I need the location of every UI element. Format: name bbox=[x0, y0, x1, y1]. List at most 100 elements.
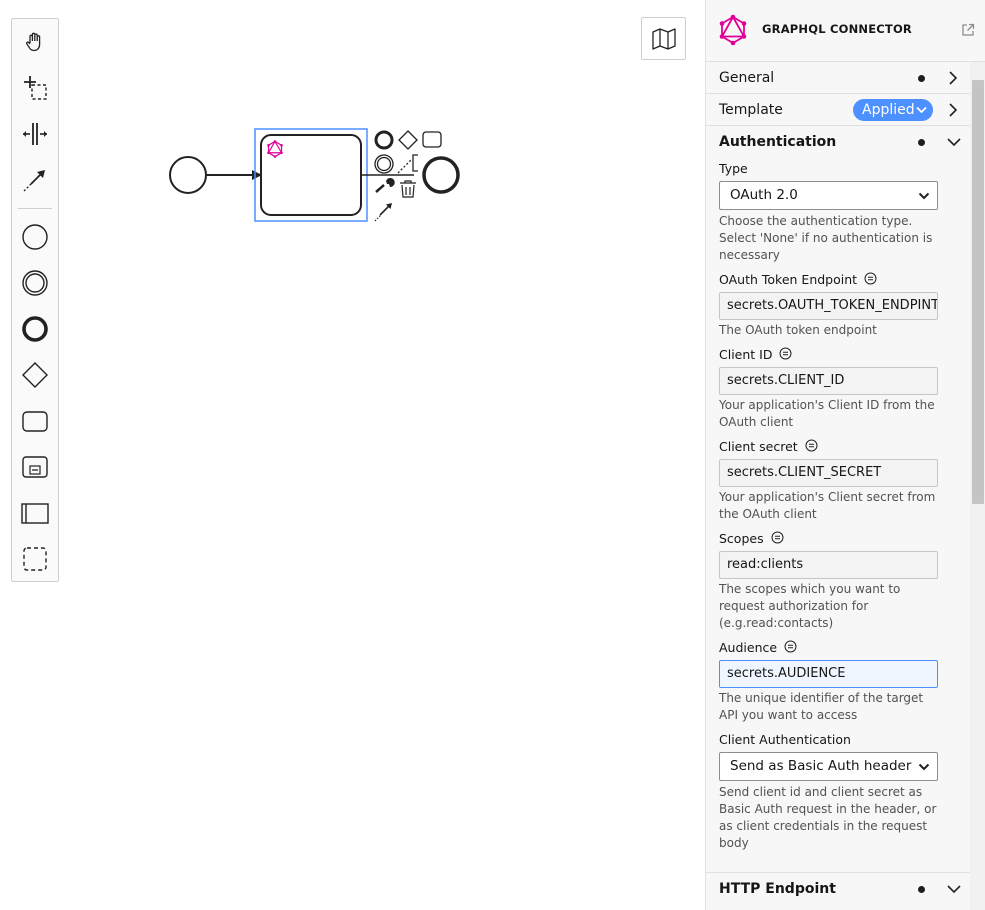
panel-title: GRAPHQL CONNECTOR bbox=[762, 22, 912, 36]
client-secret-label-text: Client secret bbox=[719, 439, 798, 454]
palette-separator bbox=[18, 208, 52, 209]
pool-icon bbox=[21, 503, 49, 524]
client-secret-description: Your application's Client secret from th… bbox=[719, 490, 936, 521]
end-event[interactable] bbox=[422, 156, 460, 194]
group-template[interactable]: Template Applied bbox=[706, 94, 970, 126]
create-task[interactable] bbox=[12, 400, 58, 442]
start-event[interactable] bbox=[169, 156, 207, 194]
type-select-value: OAuth 2.0 bbox=[730, 187, 798, 203]
append-intermediate-event-icon[interactable] bbox=[374, 154, 394, 174]
group-http-endpoint-label: HTTP Endpoint bbox=[719, 881, 836, 897]
graphql-connector-task[interactable] bbox=[260, 134, 362, 216]
create-pool[interactable] bbox=[12, 492, 58, 534]
scopes-label: Scopes bbox=[719, 531, 784, 546]
chevron-down-icon bbox=[947, 138, 961, 147]
context-pad bbox=[374, 130, 442, 222]
chevron-right-icon bbox=[949, 71, 958, 85]
create-subprocess[interactable] bbox=[12, 446, 58, 488]
client-auth-select[interactable]: Send as Basic Auth header bbox=[719, 752, 938, 781]
properties-panel: GRAPHQL CONNECTOR General Template Appli… bbox=[705, 0, 985, 910]
group-authentication[interactable]: Authentication bbox=[706, 126, 970, 158]
audience-label: Audience bbox=[719, 640, 797, 655]
scopes-input[interactable]: read:clients bbox=[719, 551, 938, 579]
graphql-icon bbox=[267, 140, 283, 158]
template-applied-label: Applied bbox=[862, 102, 915, 118]
panel-header: GRAPHQL CONNECTOR bbox=[706, 0, 985, 62]
token-endpoint-description: The OAuth token endpoint bbox=[719, 323, 877, 337]
client-id-label-text: Client ID bbox=[719, 347, 773, 362]
create-gateway[interactable] bbox=[12, 354, 58, 396]
group-http-endpoint[interactable]: HTTP Endpoint bbox=[706, 872, 970, 910]
type-select[interactable]: OAuth 2.0 bbox=[719, 181, 938, 210]
group-authentication-label: Authentication bbox=[719, 134, 837, 150]
chevron-down-icon bbox=[947, 885, 961, 894]
gateway-icon bbox=[22, 362, 48, 388]
chevron-right-icon bbox=[949, 103, 958, 117]
create-group[interactable] bbox=[12, 538, 58, 580]
audience-input[interactable]: secrets.AUDIENCE bbox=[719, 660, 938, 688]
minimap-toggle-button[interactable] bbox=[641, 17, 686, 60]
client-id-description: Your application's Client ID from the OA… bbox=[719, 398, 935, 429]
client-auth-description: Send client id and client secret as Basi… bbox=[719, 785, 937, 850]
append-text-annotation-icon[interactable] bbox=[397, 154, 418, 174]
token-endpoint-label: OAuth Token Endpoint bbox=[719, 272, 877, 287]
create-start-event[interactable] bbox=[12, 216, 58, 258]
group-general[interactable]: General bbox=[706, 62, 970, 94]
client-secret-label: Client secret bbox=[719, 439, 818, 454]
append-end-event-icon[interactable] bbox=[374, 130, 394, 150]
chevron-down-icon bbox=[918, 763, 930, 771]
data-marker-icon bbox=[918, 886, 925, 893]
client-id-label: Client ID bbox=[719, 347, 792, 362]
tool-palette bbox=[11, 18, 59, 582]
wrench-icon[interactable] bbox=[375, 178, 395, 193]
data-marker-icon bbox=[918, 139, 925, 146]
start-event-icon bbox=[22, 224, 48, 250]
lasso-icon bbox=[24, 76, 47, 100]
graphql-icon bbox=[719, 14, 747, 46]
task-icon bbox=[22, 411, 48, 432]
client-id-input[interactable]: secrets.CLIENT_ID bbox=[719, 367, 938, 395]
type-label: Type bbox=[719, 161, 748, 176]
external-link-icon[interactable] bbox=[961, 23, 975, 37]
chevron-down-icon bbox=[918, 192, 930, 200]
space-icon bbox=[23, 123, 47, 145]
group-template-label: Template bbox=[719, 102, 783, 118]
feel-icon bbox=[779, 347, 792, 360]
lasso-tool[interactable] bbox=[12, 67, 58, 109]
template-applied-badge[interactable]: Applied bbox=[853, 99, 933, 121]
space-tool[interactable] bbox=[12, 113, 58, 155]
intermediate-event-icon bbox=[22, 270, 48, 296]
panel-scrollbar-thumb[interactable] bbox=[972, 80, 984, 504]
token-endpoint-input[interactable]: secrets.OAUTH_TOKEN_ENDPINT bbox=[719, 292, 938, 320]
feel-icon bbox=[805, 439, 818, 452]
chevron-down-icon bbox=[916, 106, 927, 114]
scopes-description: The scopes which you want to request aut… bbox=[719, 582, 901, 630]
client-auth-select-value: Send as Basic Auth header bbox=[730, 758, 912, 774]
audience-label-text: Audience bbox=[719, 640, 778, 655]
scopes-label-text: Scopes bbox=[719, 531, 764, 546]
group-general-label: General bbox=[719, 70, 775, 86]
create-intermediate-event[interactable] bbox=[12, 262, 58, 304]
feel-icon bbox=[784, 640, 797, 653]
subprocess-icon bbox=[22, 456, 48, 478]
append-gateway-icon[interactable] bbox=[398, 130, 418, 150]
bpmn-canvas[interactable] bbox=[0, 0, 700, 910]
group-icon bbox=[23, 547, 47, 571]
client-secret-input[interactable]: secrets.CLIENT_SECRET bbox=[719, 459, 938, 487]
client-auth-label: Client Authentication bbox=[719, 732, 851, 747]
connect-icon-small[interactable] bbox=[374, 203, 392, 222]
type-description: Choose the authentication type. Select '… bbox=[719, 214, 933, 262]
end-event-icon bbox=[22, 316, 48, 342]
hand-tool[interactable] bbox=[12, 21, 58, 63]
append-task-icon[interactable] bbox=[422, 131, 442, 148]
data-marker-icon bbox=[918, 75, 925, 82]
feel-icon bbox=[864, 272, 877, 285]
audience-description: The unique identifier of the target API … bbox=[719, 691, 924, 722]
trash-icon[interactable] bbox=[400, 180, 416, 198]
token-endpoint-label-text: OAuth Token Endpoint bbox=[719, 272, 858, 287]
connect-icon bbox=[23, 170, 45, 192]
feel-icon bbox=[771, 531, 784, 544]
sequence-flow[interactable] bbox=[206, 170, 262, 180]
global-connect-tool[interactable] bbox=[12, 159, 58, 201]
create-end-event[interactable] bbox=[12, 308, 58, 350]
